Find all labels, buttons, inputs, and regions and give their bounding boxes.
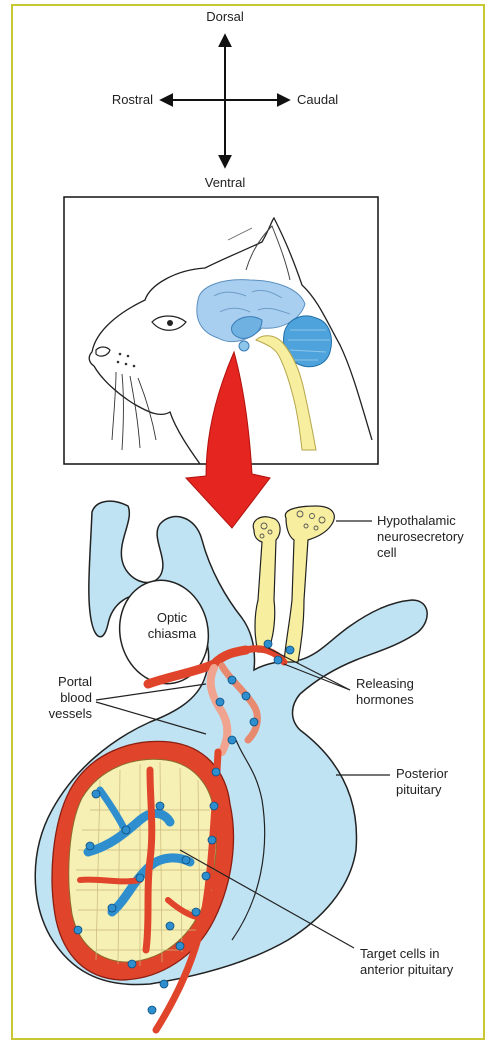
portal-label-2: blood (60, 690, 92, 705)
target-label-2: anterior pituitary (360, 962, 454, 977)
portal-label-3: vessels (49, 706, 93, 721)
target-label-1: Target cells in (360, 946, 439, 961)
optic-label-2: chiasma (148, 626, 197, 641)
releasing-label-1: Releasing (356, 676, 414, 691)
neurosecretory-cells (253, 506, 334, 662)
posterior-label-2: pituitary (396, 782, 442, 797)
posterior-annotation: Posterior pituitary (336, 766, 449, 797)
releasing-label-2: hormones (356, 692, 414, 707)
neurosecretory-cell-left (253, 517, 280, 652)
hypothalamic-label-3: cell (377, 545, 397, 560)
neurosecretory-cell-right (284, 506, 334, 662)
hypothalamic-label-2: neurosecretory (377, 529, 464, 544)
optic-label-1: Optic (157, 610, 188, 625)
rostral-label: Rostral (112, 92, 153, 107)
posterior-label-1: Posterior (396, 766, 449, 781)
hypothalamic-annotation: Hypothalamic neurosecretory cell (336, 513, 464, 560)
dorsal-label: Dorsal (206, 9, 244, 24)
caudal-label: Caudal (297, 92, 338, 107)
ventral-label: Ventral (205, 175, 246, 190)
orientation-compass: Dorsal Ventral Rostral Caudal (112, 9, 338, 190)
pituitary-small (239, 341, 249, 351)
portal-label-1: Portal (58, 674, 92, 689)
hypothalamic-label-1: Hypothalamic (377, 513, 456, 528)
